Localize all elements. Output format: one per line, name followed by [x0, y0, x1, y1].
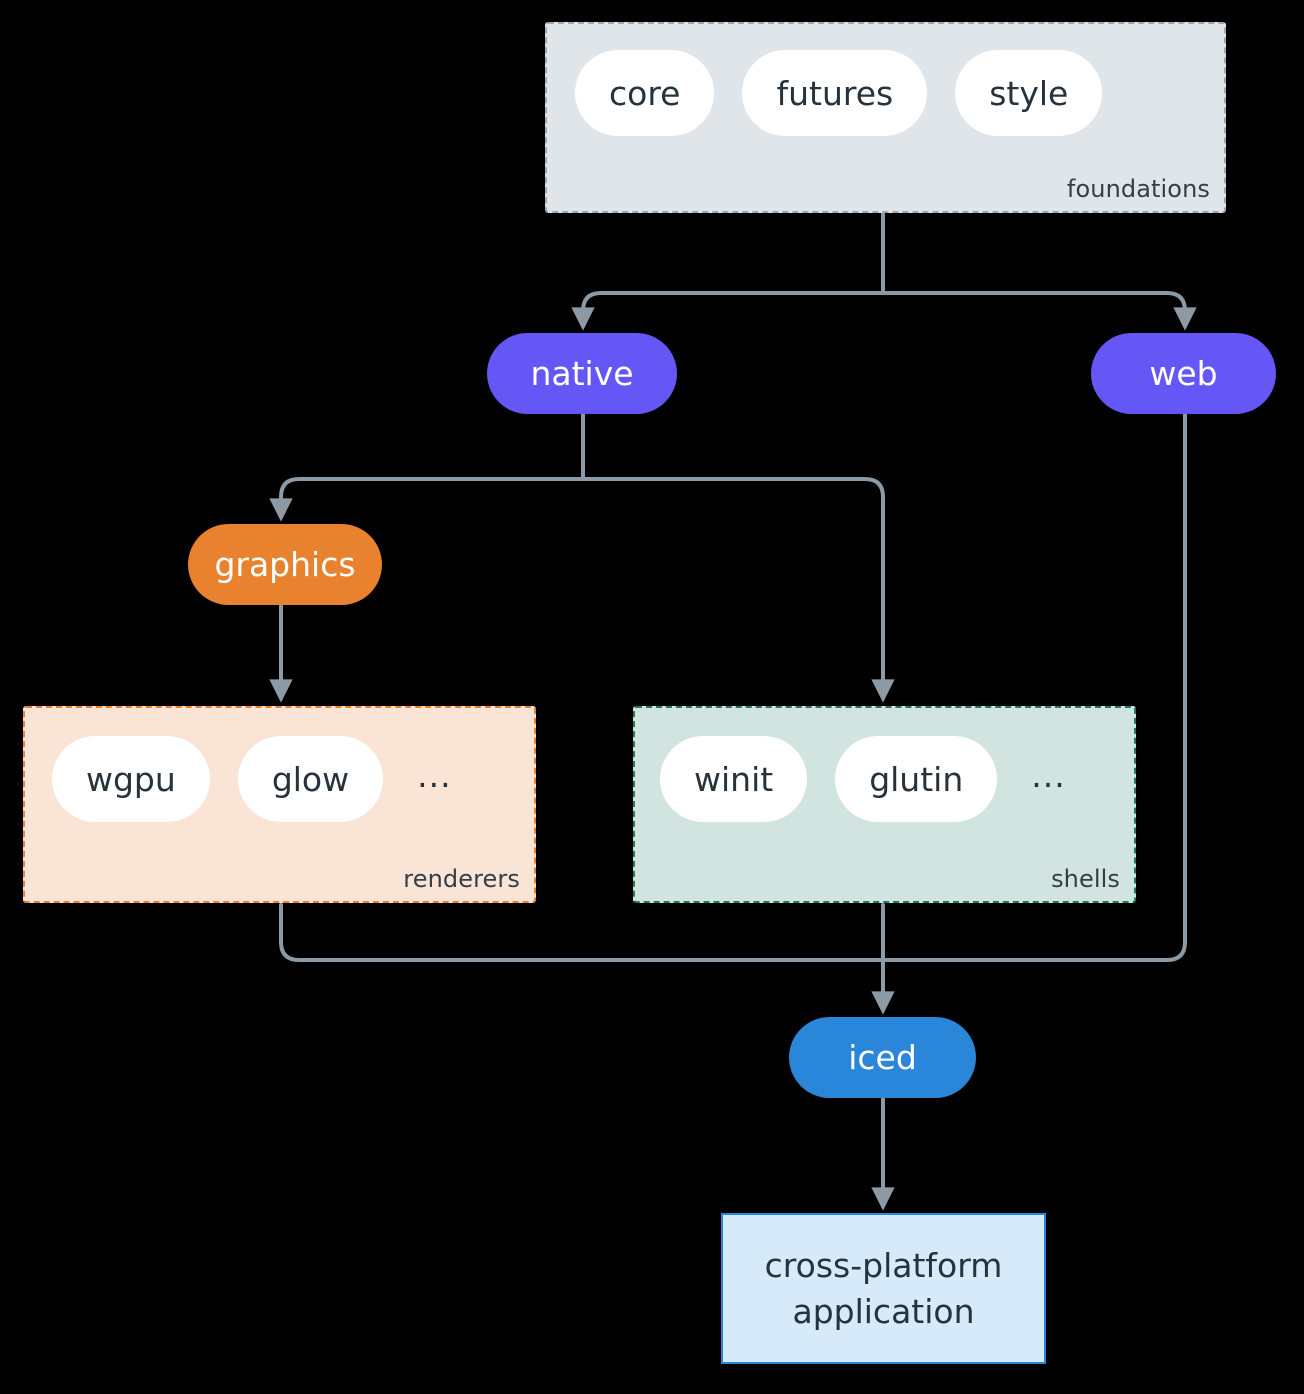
- group-renderers: wgpu glow ... renderers: [23, 706, 536, 903]
- application-line-1: cross-platform: [764, 1245, 1003, 1285]
- group-foundations-items: core futures style: [575, 50, 1103, 136]
- group-foundations-label: foundations: [1066, 175, 1210, 203]
- node-style[interactable]: style: [955, 50, 1103, 136]
- group-shells-label: shells: [1051, 865, 1120, 893]
- group-shells-items: winit glutin ...: [660, 736, 1072, 822]
- shells-ellipsis: ...: [1031, 755, 1066, 795]
- group-foundations: core futures style foundations: [545, 22, 1226, 213]
- node-cross-platform-application[interactable]: cross-platform application: [721, 1213, 1046, 1364]
- node-web[interactable]: web: [1091, 333, 1276, 414]
- edge-renderers-to-iced: [279, 903, 885, 962]
- node-futures[interactable]: futures: [742, 50, 928, 136]
- node-wgpu[interactable]: wgpu: [52, 736, 210, 822]
- group-shells: winit glutin ... shells: [633, 706, 1136, 903]
- renderers-ellipsis: ...: [417, 755, 452, 795]
- node-core[interactable]: core: [575, 50, 715, 136]
- group-renderers-label: renderers: [403, 865, 520, 893]
- node-winit[interactable]: winit: [660, 736, 808, 822]
- edge-foundations-to-native: [571, 291, 885, 331]
- group-renderers-items: wgpu glow ...: [52, 736, 458, 822]
- node-native[interactable]: native: [487, 333, 677, 414]
- node-iced[interactable]: iced: [789, 1017, 976, 1098]
- node-graphics[interactable]: graphics: [188, 524, 382, 605]
- node-glow[interactable]: glow: [237, 736, 384, 822]
- edge-native-to-shells: [581, 477, 895, 703]
- edge-native-to-graphics: [269, 477, 585, 522]
- application-line-2: application: [792, 1291, 975, 1331]
- edge-foundations-to-web: [881, 291, 1197, 331]
- node-glutin[interactable]: glutin: [835, 736, 998, 822]
